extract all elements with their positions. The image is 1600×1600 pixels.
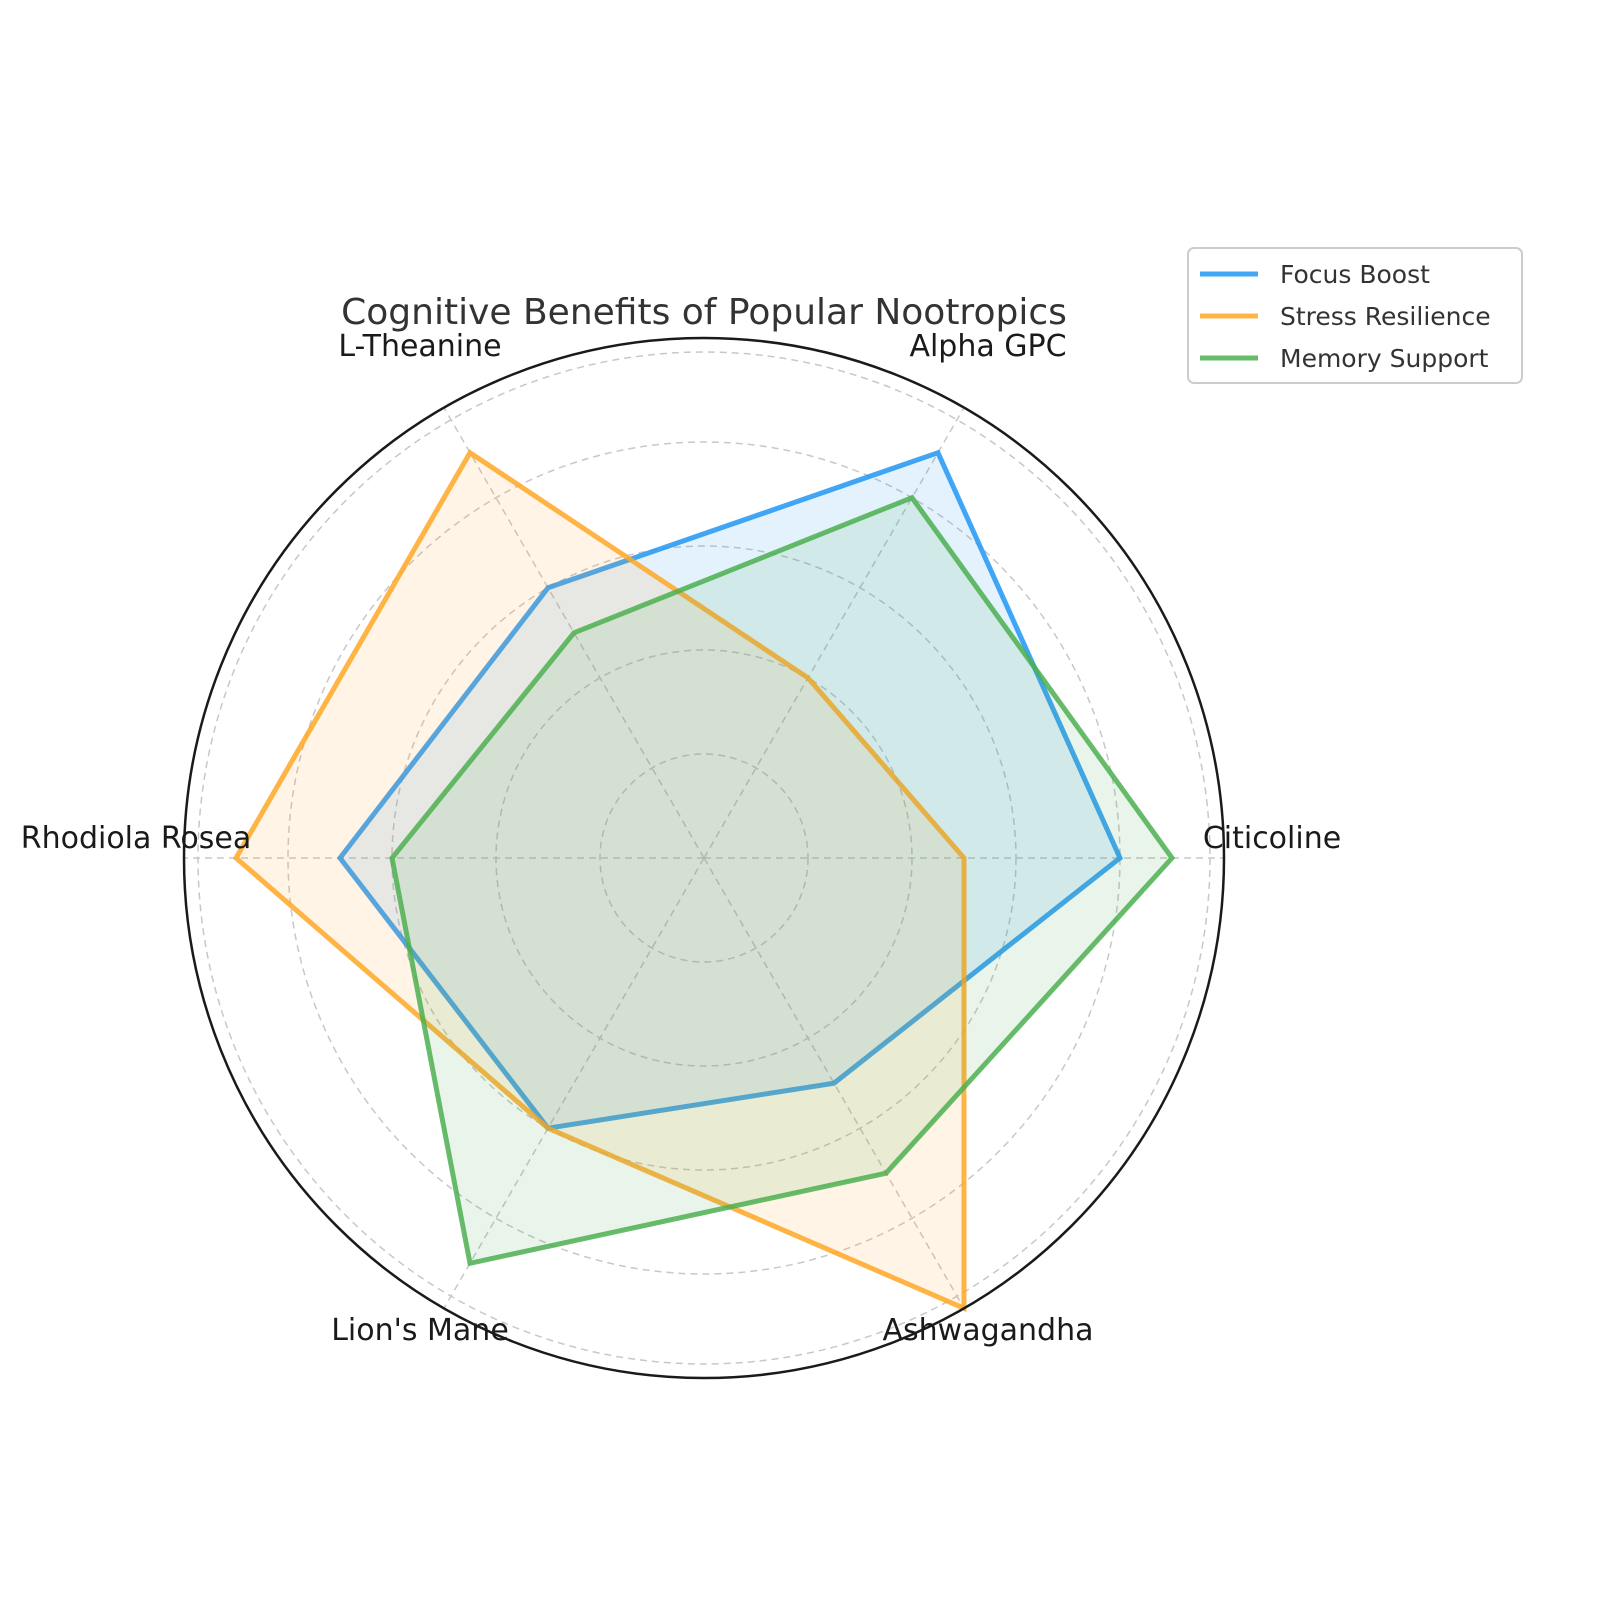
legend-label-focus-boost: Focus Boost [1280,260,1430,289]
series-fill-stress-resilience [236,452,964,1309]
series-line-memory-support [389,494,1176,1267]
radar-frame [182,336,1226,1380]
series-fill-focus-boost [340,452,1120,1129]
chart-title: Cognitive Benefits of Popular Nootropics [341,292,1067,333]
grid-ring-2 [599,753,809,963]
spoke-alpha-gpc [703,407,965,859]
category-label-alpha-gpc: Alpha GPC [909,329,1066,364]
spoke-ashwagandha [703,857,965,1309]
radar-series [232,449,1176,1313]
spoke-l-theanine [443,407,705,859]
series-line-focus-boost [336,449,1124,1131]
spoke-lion-s-mane [443,857,705,1309]
category-label-citicoline: Citicoline [1203,821,1341,856]
outer-frame-circle [182,336,1226,1380]
legend-label-memory-support: Memory Support [1280,344,1489,373]
legend-frame [1187,247,1523,384]
legend-label-stress-resilience: Stress Resilience [1280,302,1491,331]
category-label-ashwagandha: Ashwagandha [883,1313,1094,1348]
category-label-l-theanine: L-Theanine [338,329,501,364]
category-label-lion-s-mane: Lion's Mane [331,1313,509,1348]
category-label-rhodiola-rosea: Rhodiola Rosea [21,821,252,856]
